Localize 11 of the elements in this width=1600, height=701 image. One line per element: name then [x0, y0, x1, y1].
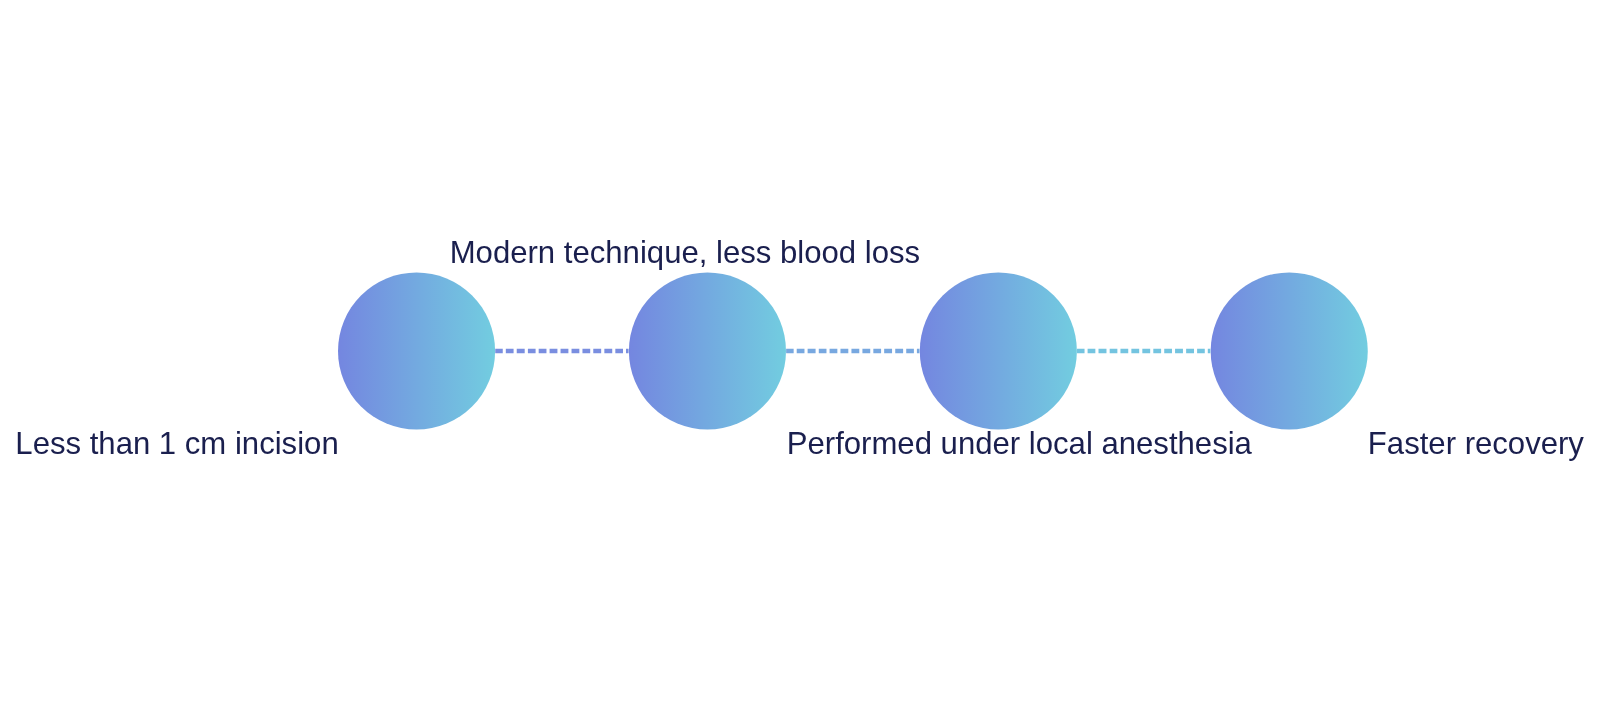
node-label: Faster recovery: [1367, 425, 1584, 461]
connector: [1077, 348, 1211, 353]
node-label: Performed under local anesthesia: [786, 425, 1252, 461]
node-circle: [1210, 271, 1368, 430]
node-circle: [628, 271, 786, 430]
connector: [786, 348, 920, 353]
connector: [495, 348, 629, 353]
node-label: Less than 1 cm incision: [15, 425, 339, 461]
node-circle: [338, 271, 496, 430]
node-circle: [919, 271, 1077, 430]
node-label: Modern technique, less blood loss: [449, 234, 921, 270]
